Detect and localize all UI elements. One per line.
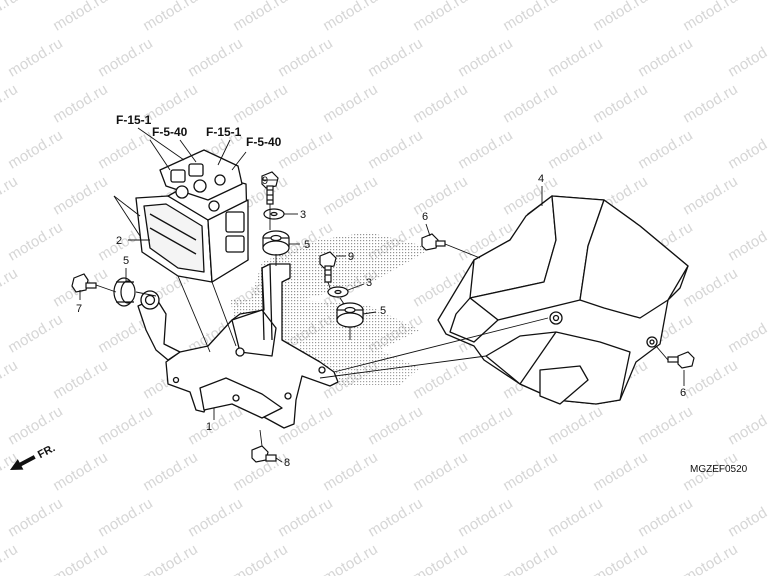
callout-numbers: 1 2 3 3 4 5 5 5 6 6 7 8 9 9	[76, 173, 686, 469]
callout-3: 3	[300, 209, 306, 221]
callout-5: 5	[304, 239, 310, 251]
reference-labels: F-15-1 F-5-40 F-15-1 F-5-40	[116, 113, 282, 149]
abs-cover	[437, 195, 689, 405]
abs-bracket	[137, 263, 339, 429]
bolt-left	[71, 273, 97, 293]
front-direction-arrow: FR.	[10, 442, 57, 470]
callout-5: 5	[380, 305, 386, 317]
callout-1: 1	[206, 421, 212, 433]
callout-6: 6	[422, 211, 428, 223]
bolt-cover-left-6	[421, 233, 446, 251]
arrow-icon	[10, 455, 36, 470]
leader-lines	[79, 127, 685, 463]
callout-3: 3	[366, 277, 372, 289]
callout-8: 8	[284, 457, 290, 469]
callout-9: 9	[348, 251, 354, 263]
callout-7: 7	[76, 303, 82, 315]
abs-modulator	[135, 149, 249, 283]
reference-label: F-15-1	[116, 113, 152, 127]
callout-5: 5	[123, 255, 129, 267]
grommet-middle	[262, 230, 290, 256]
reference-label: F-5-40	[152, 125, 188, 139]
reference-label: F-5-40	[246, 135, 282, 149]
bolt-cover-right-6	[667, 351, 695, 369]
grommet-left	[113, 277, 136, 307]
washer-lower	[327, 286, 349, 298]
reference-label: F-15-1	[206, 125, 242, 139]
washer-upper	[263, 208, 285, 220]
callout-2: 2	[116, 235, 122, 247]
callout-9: 9	[262, 175, 268, 187]
bolt-bottom-8	[251, 445, 277, 463]
callout-6: 6	[680, 387, 686, 399]
callout-4: 4	[538, 173, 544, 185]
grommet-lower	[336, 302, 364, 328]
front-label: FR.	[36, 442, 57, 461]
diagram-code: MGZEF0520	[690, 464, 748, 475]
